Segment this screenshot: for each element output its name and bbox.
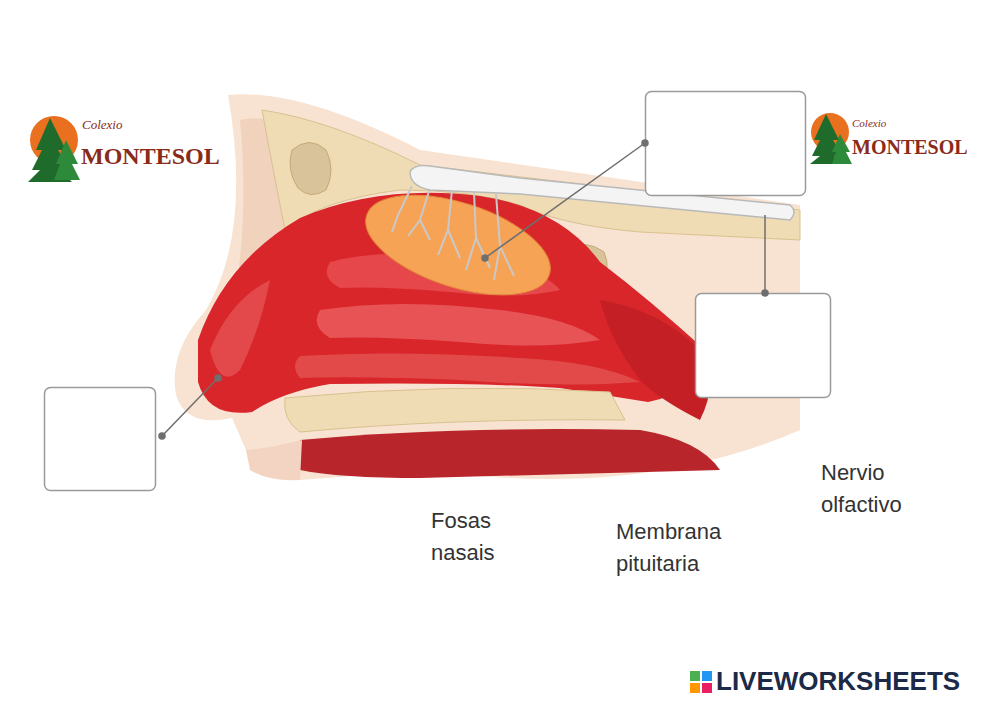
leader-dot (215, 375, 221, 381)
upper-lip (246, 440, 302, 480)
inferior-turbinate (295, 353, 640, 384)
nerve-fibre (392, 186, 412, 232)
icon-square (690, 683, 700, 693)
school-logo-icon (28, 116, 80, 182)
liveworksheets-icon (690, 671, 712, 693)
hard-palate (285, 388, 625, 432)
part-name: Nervio olfactivo (821, 457, 931, 521)
logo-subtitle: Colexio (852, 117, 886, 130)
nerve-fibre (466, 192, 490, 270)
leader-dot (482, 255, 488, 261)
leader-line (485, 143, 645, 258)
school-logo-icon (810, 113, 852, 164)
frontal-sinus (290, 143, 331, 195)
logo-tree (54, 140, 80, 180)
leader-lines (159, 140, 768, 439)
part-name: Fosas nasais (431, 505, 531, 569)
nerve-fibre (494, 194, 514, 280)
part-name: Membrana pituitaria (616, 516, 746, 580)
icon-square (702, 683, 712, 693)
watermark: LIVEWORKSHEETS (716, 667, 960, 697)
nerve-fibre (438, 190, 460, 258)
logo-subtitle: Colexio (82, 118, 122, 133)
olfactory-membrane (354, 175, 563, 314)
answer-box (45, 388, 156, 491)
nerve-fibres (392, 186, 514, 280)
nostril-highlight (210, 280, 270, 377)
leader-line (162, 378, 218, 436)
nerve-fibre (408, 188, 430, 240)
logo-title: MONTESOL (852, 136, 968, 159)
leader-dot (159, 433, 165, 439)
logo-tree (832, 134, 852, 164)
icon-square (702, 671, 712, 681)
answer-box (646, 92, 806, 196)
answer-box (696, 294, 831, 398)
oral-cavity (300, 429, 720, 478)
middle-turbinate (317, 304, 600, 346)
leader-dot (762, 290, 768, 296)
pharynx (600, 300, 710, 420)
leader-line (764, 215, 766, 293)
logo-title: MONTESOL (81, 143, 220, 171)
icon-square (690, 671, 700, 681)
leader-dot (642, 140, 648, 146)
